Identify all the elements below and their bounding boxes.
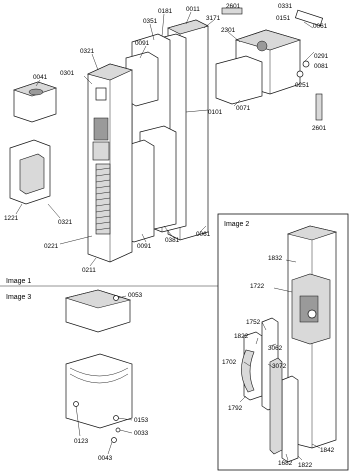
label-0291: 0291 xyxy=(314,53,329,60)
part-0331 xyxy=(294,9,324,27)
label-0091-top: 0091 xyxy=(135,40,150,47)
label-0081: 0081 xyxy=(314,63,329,70)
label-3062: 3062 xyxy=(268,345,283,352)
part-2601-side xyxy=(315,93,323,121)
liner-top xyxy=(87,63,133,81)
label-2601-bot: 2601 xyxy=(312,125,327,132)
cover-curve xyxy=(69,367,129,377)
image2-frame xyxy=(217,213,349,471)
leader-0123 xyxy=(75,405,81,437)
label-0301: 0301 xyxy=(60,70,75,77)
label-1822-mid: 1822 xyxy=(234,333,249,340)
liner-recess xyxy=(92,141,110,161)
label-0351: 0351 xyxy=(143,18,158,25)
label-0011: 0011 xyxy=(186,6,200,13)
label-0053: 0053 xyxy=(128,292,143,299)
label-0123: 0123 xyxy=(74,438,89,445)
liner-window xyxy=(95,87,107,101)
label-1842: 1842 xyxy=(320,447,335,454)
dispenser-opening xyxy=(93,117,109,141)
caption-image2: Image 2 xyxy=(224,221,249,228)
screw-0291 xyxy=(302,60,310,68)
image3-assembly: 0053 0153 0033 0123 0043 xyxy=(64,289,149,462)
label-0033: 0033 xyxy=(134,430,149,437)
label-0321-bot: 0321 xyxy=(58,219,73,226)
cover-lower xyxy=(65,353,133,429)
label-0091-bot: 0091 xyxy=(137,243,152,250)
label-0061-mid: 0061 xyxy=(196,231,211,238)
leader-3072 xyxy=(267,363,275,369)
housing-0071 xyxy=(215,55,263,105)
strip-1682 xyxy=(281,375,299,463)
label-1792: 1792 xyxy=(228,405,243,412)
label-0041: 0041 xyxy=(33,74,48,81)
label-0101: 0101 xyxy=(208,109,223,116)
leader-3062 xyxy=(269,343,277,347)
label-0211: 0211 xyxy=(82,267,96,274)
dispenser-cavity xyxy=(299,295,319,323)
label-0331: 0331 xyxy=(278,3,293,10)
label-2301: 2301 xyxy=(221,27,236,34)
label-1822-bot: 1822 xyxy=(298,462,313,469)
leader-1822-bot xyxy=(297,455,303,461)
label-1832: 1832 xyxy=(268,255,283,262)
leader-0043 xyxy=(107,441,113,455)
label-0321-top: 0321 xyxy=(80,48,95,55)
screw-0123 xyxy=(73,401,79,407)
label-1682: 1682 xyxy=(278,460,293,467)
nut-0043 xyxy=(111,437,117,443)
label-0151: 0151 xyxy=(276,15,291,22)
leader-1822-mid xyxy=(255,337,259,345)
label-0251: 0251 xyxy=(295,82,310,89)
leader-1722 xyxy=(273,287,293,293)
screw-0081 xyxy=(296,70,304,78)
washer-0033 xyxy=(115,427,121,433)
label-3072: 3072 xyxy=(272,363,287,370)
leader-0153 xyxy=(117,417,133,421)
shelf-ladder xyxy=(95,163,111,235)
cover-top-face xyxy=(64,289,132,309)
handle-1702 xyxy=(241,349,255,393)
label-3171: 3171 xyxy=(206,15,221,22)
image1-assembly: 0011 0181 0351 0091 0321 0301 0041 3171 … xyxy=(4,3,329,274)
part-2601-top xyxy=(221,7,243,15)
label-0181: 0181 xyxy=(158,8,173,15)
label-0221: 0221 xyxy=(44,243,59,250)
bracket-inner xyxy=(19,153,45,195)
label-1221: 1221 xyxy=(4,215,19,222)
caption-image1: Image 1 xyxy=(6,278,31,285)
label-0153: 0153 xyxy=(134,417,149,424)
leader-1752 xyxy=(261,321,267,331)
motor-0151 xyxy=(256,40,268,52)
dispenser-knob xyxy=(307,309,317,319)
label-1722: 1722 xyxy=(250,283,265,290)
label-0061-tr: 0061 xyxy=(313,23,328,30)
leader-1702 xyxy=(243,361,251,367)
door-top xyxy=(286,225,338,241)
caption-image3: Image 3 xyxy=(6,294,31,301)
screw-0153 xyxy=(113,415,119,421)
leader-0053 xyxy=(117,295,127,299)
label-1752: 1752 xyxy=(246,319,261,326)
label-0043: 0043 xyxy=(98,455,113,462)
label-0071: 0071 xyxy=(236,105,251,112)
leader-1842 xyxy=(311,443,321,449)
label-1702: 1702 xyxy=(222,359,237,366)
leader-lines xyxy=(15,11,315,267)
box-hole xyxy=(28,88,44,96)
leader-0033 xyxy=(119,429,133,434)
label-2601-top: 2601 xyxy=(226,3,241,10)
cover-curve-2 xyxy=(69,373,129,384)
leader-1792 xyxy=(239,395,247,403)
leader-1832 xyxy=(285,259,297,263)
leader-1682 xyxy=(285,453,289,461)
label-0381: 0381 xyxy=(165,237,180,244)
image2-inset: Image 2 1832 1722 1752 1822 3062 xyxy=(217,213,349,471)
screw-0053 xyxy=(113,295,119,301)
strip-3072 xyxy=(269,357,283,455)
